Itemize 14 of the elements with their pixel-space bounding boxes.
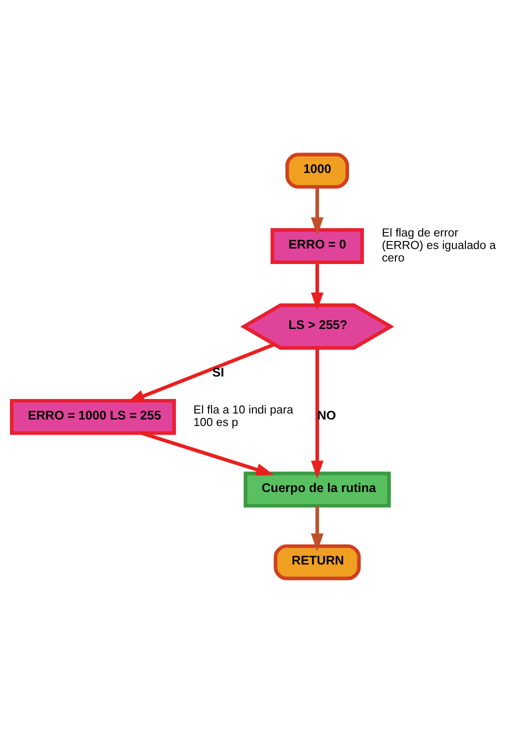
edge-label: SI: [212, 365, 224, 380]
node-box: 1000: [285, 152, 350, 188]
node-label: El fla a 10 indi para 100 es p: [193, 403, 294, 429]
arrow: [310, 186, 324, 235]
node-label: El flag de error (ERRO) es igualado a cero: [382, 226, 496, 264]
node-box: ERRO = 1000 LS = 255: [10, 398, 176, 434]
node-box: RETURN: [274, 544, 361, 580]
node-box: Cuerpo de la rutina: [244, 471, 391, 508]
arrow: [310, 262, 324, 310]
arrow: [126, 342, 275, 402]
arrow: [140, 430, 274, 476]
arrow: [310, 347, 324, 478]
arrow: [310, 505, 324, 551]
node-box: ERRO = 0: [270, 228, 364, 264]
